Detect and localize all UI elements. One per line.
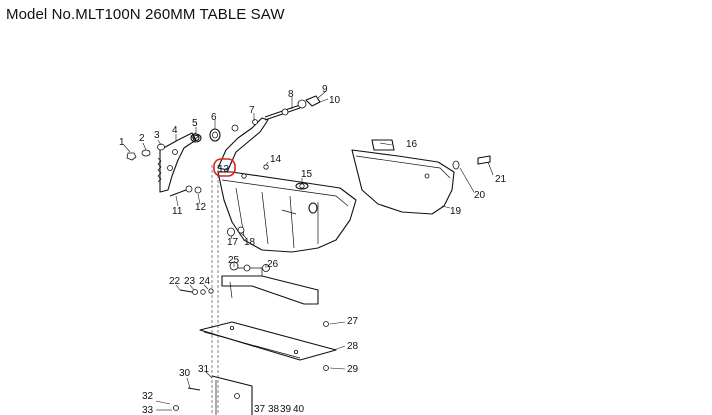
- plate-screw: [323, 365, 329, 371]
- plate-screw: [323, 321, 329, 327]
- lower-bracket-part: [211, 375, 253, 415]
- part-label: 37: [254, 404, 266, 415]
- part-label: 12: [195, 202, 207, 213]
- part-label: 14: [270, 154, 282, 165]
- leader-lines: [123, 91, 494, 411]
- part-label: 21: [495, 174, 507, 185]
- part-label: 30: [179, 368, 191, 379]
- part-label: 1: [119, 137, 125, 148]
- screw-part: [263, 164, 269, 170]
- part-label: 26: [267, 259, 279, 270]
- part-label-highlighted: 13: [218, 164, 230, 175]
- part-label: 22: [169, 276, 181, 287]
- part-label: 7: [249, 105, 255, 116]
- blade-guard-housing: [217, 171, 357, 253]
- lower-washer: [173, 405, 179, 411]
- part-label: 20: [474, 190, 486, 201]
- part-label: 32: [142, 391, 154, 402]
- window-label-part: [371, 139, 395, 151]
- cover-knob-hardware: [452, 155, 491, 170]
- part-label: 28: [347, 341, 359, 352]
- part-label: 5: [192, 118, 198, 129]
- part-label: 27: [347, 316, 359, 327]
- left-hardware: [126, 143, 165, 161]
- part-label: 15: [301, 169, 313, 180]
- part-label: 9: [322, 84, 328, 95]
- part-label: 40: [293, 404, 305, 415]
- spring-clip: [209, 128, 221, 142]
- part-label: 16: [406, 139, 418, 150]
- lower-left-bolt: [169, 185, 202, 197]
- part-label: 8: [288, 89, 294, 100]
- part-label: 3: [154, 130, 160, 141]
- part-label: 39: [280, 404, 292, 415]
- side-cover-part: [351, 149, 455, 215]
- part-label: 29: [347, 364, 359, 375]
- part-label: 23: [184, 276, 196, 287]
- part-label: 24: [199, 276, 211, 287]
- highlight-ring: [213, 158, 236, 177]
- part-label: 11: [172, 206, 183, 217]
- part-label: 6: [211, 112, 217, 123]
- part-label: 33: [142, 405, 154, 415]
- part-label: 38: [268, 404, 280, 415]
- mounting-bracket: [221, 261, 319, 305]
- diagram-title: Model No.MLT100N 260MM TABLE SAW: [6, 6, 285, 23]
- base-plate-part: [199, 321, 337, 361]
- part-label: 17: [227, 237, 239, 248]
- upper-arm-part: [217, 117, 269, 171]
- part-label: 4: [172, 125, 178, 136]
- part-label: 18: [244, 237, 256, 248]
- part-label: 25: [228, 255, 240, 266]
- part-label: 10: [329, 95, 341, 106]
- part-label: 31: [198, 364, 210, 375]
- lower-bolt: [187, 387, 201, 391]
- part-labels: 1 2 3 4 5 6 7 8 9 10 11 12 13 14 15 16 1…: [119, 84, 507, 415]
- part-label: 19: [450, 206, 462, 217]
- riving-arm-part: [157, 132, 197, 193]
- bracket-screws: [179, 288, 214, 295]
- part-label: 2: [139, 133, 145, 144]
